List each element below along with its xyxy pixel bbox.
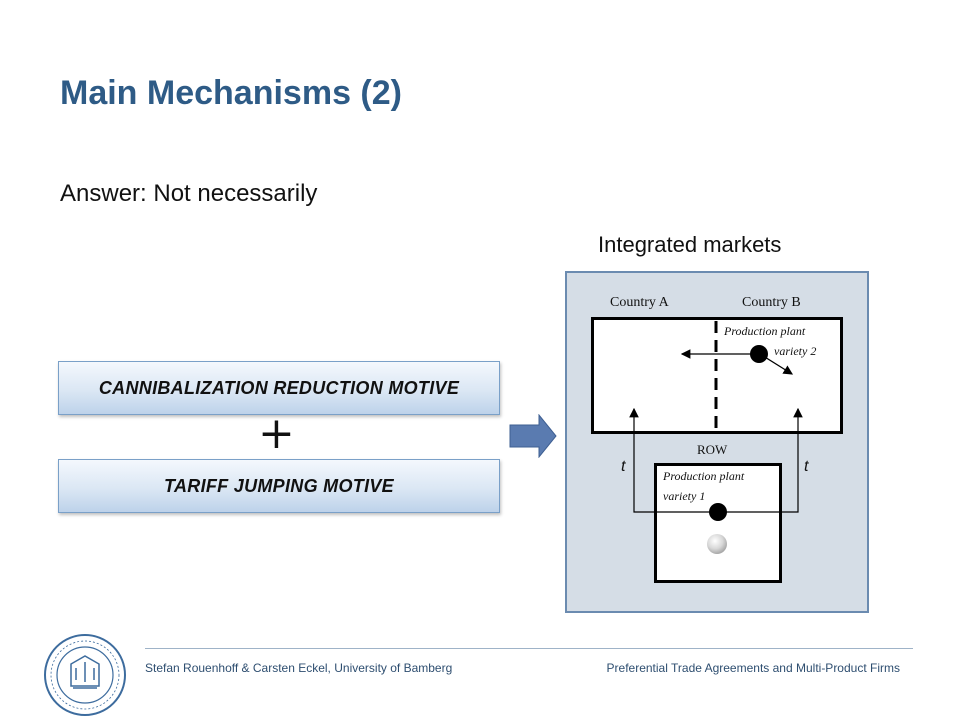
plant2-label-line1: Production plant [724, 324, 806, 338]
plant2-label-line2: variety 2 [774, 344, 817, 358]
university-seal-icon [44, 634, 126, 716]
tariff-jumping-motive-box: TARIFF JUMPING MOTIVE [58, 459, 500, 513]
row-label: ROW [697, 442, 728, 457]
plus-sign: + [258, 408, 295, 459]
plant1-label-line1: Production plant [663, 469, 745, 483]
tariff-route-right [718, 407, 803, 513]
slide-subtitle: Answer: Not necessarily [60, 180, 318, 207]
tariff-route-left [629, 407, 718, 513]
diagram-caption: Integrated markets [598, 232, 782, 257]
block-arrow-right-icon [509, 414, 557, 458]
country-b-label: Country B [742, 295, 801, 310]
plant1-shadow-dot [707, 534, 727, 554]
plant2-dot [750, 345, 768, 363]
slide-title: Main Mechanisms (2) [60, 74, 402, 112]
plant1-dot [709, 503, 727, 521]
plant1-label-line2: variety 1 [663, 489, 706, 503]
footer-presentation-title: Preferential Trade Agreements and Multi-… [606, 661, 900, 675]
footer-divider [145, 648, 913, 649]
cannibalization-motive-box: CANNIBALIZATION REDUCTION MOTIVE [58, 361, 500, 415]
country-a-label: Country A [610, 295, 669, 310]
tariff-label-right: t [804, 458, 809, 475]
footer-authors: Stefan Rouenhoff & Carsten Eckel, Univer… [145, 661, 453, 675]
row-market-box [654, 463, 782, 583]
tariff-label-left: t [621, 458, 626, 475]
